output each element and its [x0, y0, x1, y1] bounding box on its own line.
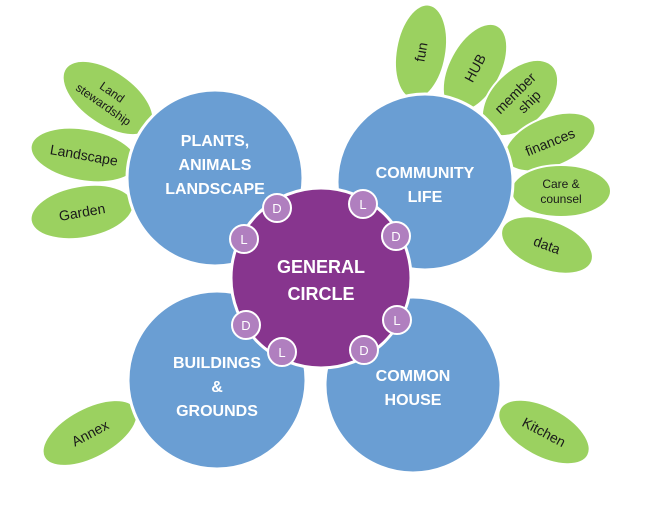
common-line1: COMMON — [376, 368, 451, 385]
badge-community-l-label: L — [359, 197, 366, 212]
badge-plants-l-label: L — [240, 232, 247, 247]
badge-buildings-l-label: L — [278, 345, 285, 360]
buildings-line3: GROUNDS — [176, 403, 258, 420]
leaf-fun: fun — [394, 3, 448, 101]
community-line2: LIFE — [408, 189, 443, 206]
badge-common-l: L — [382, 305, 412, 335]
badge-community-l: L — [348, 189, 378, 219]
general-line2: CIRCLE — [288, 284, 355, 304]
badge-buildings-l: L — [267, 337, 297, 367]
plants-line2: ANIMALS — [179, 157, 252, 174]
buildings-line2: & — [211, 379, 223, 396]
leaf-fun-label: fun — [411, 41, 430, 63]
community-line1: COMMUNITY — [376, 165, 475, 182]
badge-community-d: D — [381, 221, 411, 251]
general-line1: GENERAL — [277, 257, 365, 277]
leaf-care-counsel-line1: Care & — [542, 177, 579, 191]
leaf-care-counsel: Care & counsel — [510, 164, 612, 218]
badge-common-l-label: L — [393, 313, 400, 328]
badge-plants-d-label: D — [272, 201, 281, 216]
leaf-care-counsel-line2: counsel — [540, 192, 581, 206]
badge-plants-d: D — [262, 193, 292, 223]
plants-line1: PLANTS, — [181, 133, 249, 150]
badge-common-d-label: D — [359, 343, 368, 358]
circle-general-circle: GENERAL CIRCLE — [229, 186, 413, 370]
leaf-data: data — [500, 215, 594, 275]
common-line2: HOUSE — [385, 392, 442, 409]
leaf-garden: Garden — [29, 183, 135, 241]
badge-buildings-d: D — [231, 310, 261, 340]
leaf-finances: finances — [503, 111, 597, 173]
badge-plants-l: L — [229, 224, 259, 254]
leaf-landscape: Landscape — [29, 126, 139, 184]
leaf-membership: member ship — [480, 58, 560, 138]
badge-common-d: D — [349, 335, 379, 365]
badge-community-d-label: D — [391, 229, 400, 244]
plants-line3: LANDSCAPE — [165, 181, 265, 198]
badge-buildings-d-label: D — [241, 318, 250, 333]
leaf-kitchen: Kitchen — [497, 398, 591, 466]
buildings-line1: BUILDINGS — [173, 355, 261, 372]
leaf-garden-label: Garden — [58, 200, 107, 224]
